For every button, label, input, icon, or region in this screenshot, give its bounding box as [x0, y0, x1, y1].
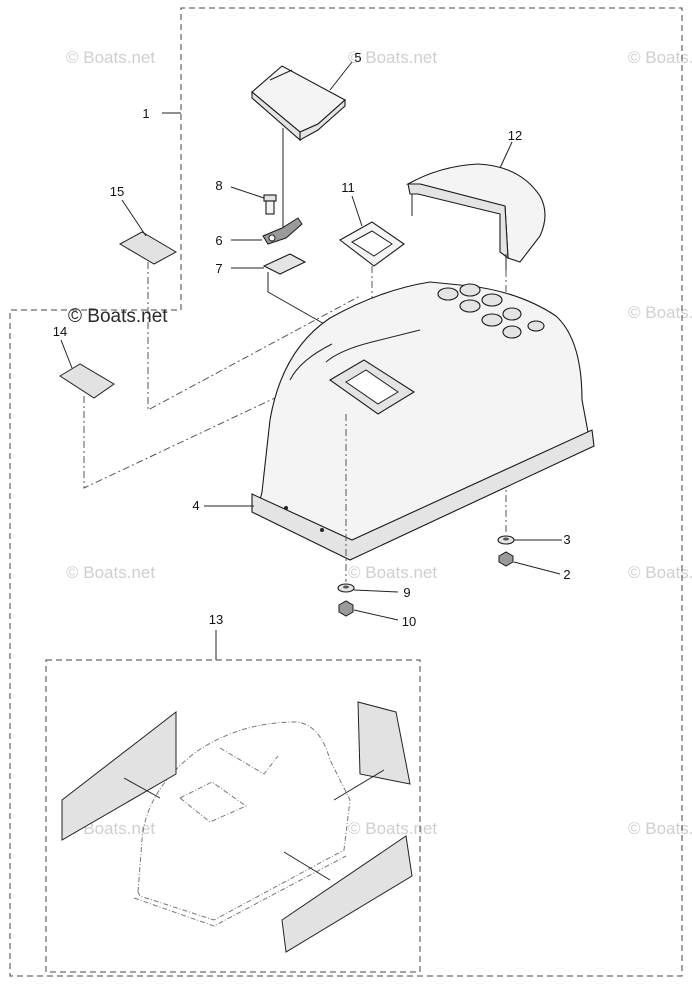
leader-line-9: [353, 589, 399, 593]
leader-line-8: [230, 186, 265, 199]
guide-line-14: [83, 371, 331, 489]
cowling-crease: [289, 343, 333, 381]
part-13-decal-set[interactable]: [45, 630, 421, 973]
callout-15: 15: [110, 184, 124, 199]
callout-5: 5: [354, 50, 361, 65]
callout-9: 9: [403, 585, 410, 600]
phantom-opening: [179, 781, 248, 823]
part-4-top-cowling[interactable]: [204, 281, 595, 561]
bracket-hole: [268, 234, 276, 242]
guide-line-15: [147, 262, 361, 411]
boss: [502, 325, 522, 339]
plate-body: [262, 253, 307, 275]
leader-line-14: [60, 339, 73, 369]
watermark-text: © Boats.net: [348, 563, 437, 582]
decal-left: [61, 710, 177, 841]
callout-10: 10: [402, 614, 416, 629]
watermark-text: © Boats.net: [628, 48, 692, 67]
lid-side-edge: [299, 98, 346, 141]
callout-1: 1: [142, 106, 149, 121]
decal-pointer: [123, 777, 161, 799]
callout-labels: 1 2 3 4 5 6 7 8 9 10 11 12 13 14 15: [53, 50, 571, 629]
decal-lower-right: [281, 835, 413, 953]
nut-body: [338, 600, 354, 617]
decal-pointer: [333, 769, 385, 801]
part-5-lid[interactable]: [251, 61, 353, 142]
boss: [437, 287, 459, 301]
watermark-text: © Boats.net: [628, 563, 692, 582]
decal-set-box: [45, 659, 421, 973]
rear-cover-side: [407, 183, 509, 260]
part-11-grommet[interactable]: [339, 195, 405, 372]
cowling-screw-hole: [320, 528, 324, 532]
boss: [481, 313, 503, 327]
watermark-text: © Boats.net: [66, 48, 155, 67]
cowling-opening: [345, 369, 399, 405]
callout-2: 2: [563, 567, 570, 582]
part-14-decal[interactable]: [59, 339, 115, 399]
grommet-inner: [351, 230, 393, 257]
part-9-washer[interactable]: [337, 583, 399, 593]
leader-line-2: [513, 561, 561, 575]
lid-top: [251, 65, 346, 133]
part-3-washer[interactable]: [497, 535, 562, 545]
part-10-nut[interactable]: [338, 600, 399, 621]
part-6-bracket[interactable]: [231, 217, 303, 245]
boss: [459, 283, 481, 297]
watermark-text: © Boats.net: [348, 48, 437, 67]
phantom-cowling: [137, 721, 351, 921]
boss: [459, 299, 481, 313]
phantom-crease: [219, 747, 279, 775]
leader-line-15: [121, 199, 147, 237]
decal-upper-right: [357, 701, 411, 785]
leader-line-5: [329, 61, 353, 91]
callout-14: 14: [53, 324, 67, 339]
watermark-text: © Boats.net: [348, 819, 437, 838]
decal-15: [118, 231, 178, 265]
cowling-seal: [251, 429, 595, 561]
decal-pointer: [283, 851, 331, 881]
screw-shank: [265, 200, 275, 215]
boundary-line: [9, 7, 683, 977]
decal-14: [59, 363, 115, 399]
watermark-text: © Boats.net: [628, 303, 692, 322]
watermark-text: © Boats.net: [628, 819, 692, 838]
part-8-screw[interactable]: [230, 186, 277, 215]
washer-hole: [503, 537, 509, 541]
cowling-bosses: [437, 283, 545, 339]
rear-cover-top: [405, 163, 546, 263]
nut-body: [498, 551, 514, 567]
boss: [481, 293, 503, 307]
part-15-decal[interactable]: [118, 199, 178, 265]
screw-head: [263, 194, 277, 202]
callout-11: 11: [341, 180, 355, 195]
phantom-cowling-seal: [133, 855, 347, 927]
lid-notch: [269, 69, 293, 81]
assembly-boundary: [9, 7, 683, 977]
boss: [502, 307, 522, 321]
callout-4: 4: [192, 498, 199, 513]
callout-13: 13: [209, 612, 223, 627]
cowling-crease: [325, 329, 421, 363]
callout-3: 3: [563, 532, 570, 547]
callout-12: 12: [508, 128, 522, 143]
callout-8: 8: [215, 178, 222, 193]
washer-hole: [343, 585, 349, 589]
callout-7: 7: [215, 261, 222, 276]
leader-line-12: [499, 141, 513, 169]
leader-line-10: [353, 609, 399, 621]
leader-line-11: [351, 195, 363, 227]
watermark-text-dark: © Boats.net: [68, 306, 168, 327]
boss: [527, 320, 545, 332]
callout-6: 6: [215, 233, 222, 248]
cowling-screw-hole: [284, 506, 288, 510]
watermark-text: © Boats.net: [66, 563, 155, 582]
part-2-nut[interactable]: [498, 551, 561, 575]
